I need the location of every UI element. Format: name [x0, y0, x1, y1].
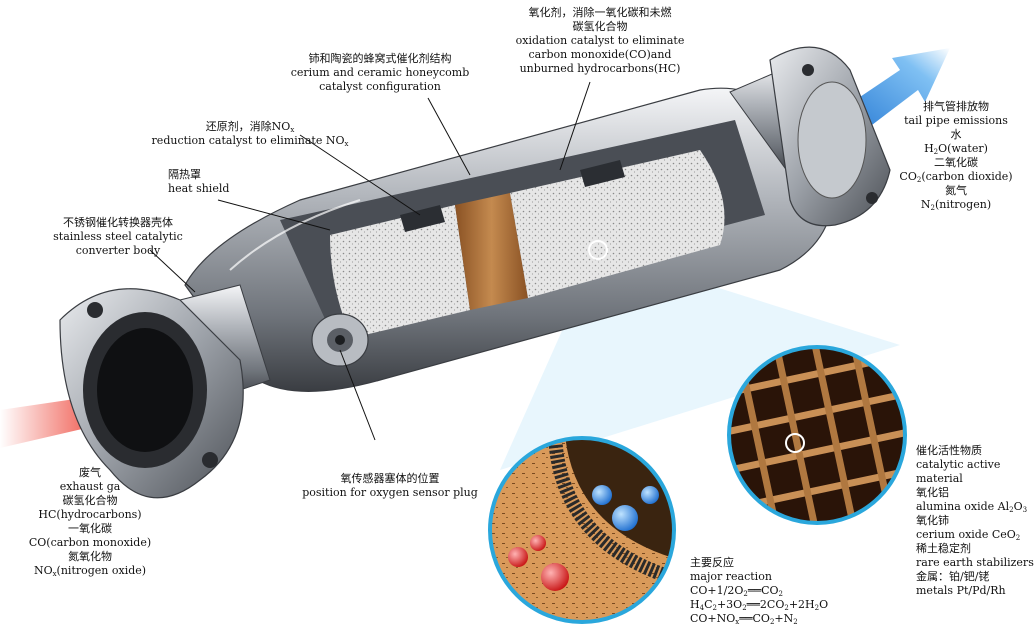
co2-formula: CO2(carbon dioxide) — [899, 170, 1013, 184]
tailpipe-en: tail pipe emissions — [904, 114, 1008, 127]
converter-body-en-line1: stainless steel catalytic — [53, 230, 183, 243]
nox-zh: 氮氧化物 — [68, 550, 112, 563]
co2-zh: 二氧化碳 — [934, 156, 978, 169]
active-en-b: material — [916, 472, 963, 485]
stabilizer-zh: 稀土稳定剂 — [916, 542, 971, 555]
sensor-en: position for oxygen sensor plug — [302, 486, 478, 499]
exhaust-zh: 废气 — [79, 466, 101, 479]
molecule-red-2 — [530, 535, 546, 551]
water-formula: H2O(water) — [924, 142, 988, 156]
leader-lines — [149, 81, 651, 561]
reaction-zh: 主要反应 — [690, 556, 734, 569]
oxidation-en-line3: unburned hydrocarbons(HC) — [519, 62, 681, 75]
honeycomb-en-line2: catalyst configuration — [319, 80, 441, 93]
outlet-flange — [769, 46, 891, 227]
tailpipe-label: 排气管排放物 tail pipe emissions 水 H2O(water) … — [898, 100, 1014, 212]
reaction-label: 主要反应 major reaction CO+1/2O2══CO2 H4C2+3… — [690, 556, 828, 626]
converter-body-label: 不锈钢催化转换器壳体 stainless steel catalytic con… — [48, 216, 188, 258]
equation-co: CO+1/2O2══CO2 — [690, 584, 783, 598]
ceria-zh: 氧化铈 — [916, 514, 949, 527]
water-zh: 水 — [950, 128, 962, 141]
honeycomb-zh: 铈和陶瓷的蜂窝式催化剂结构 — [308, 52, 452, 65]
converter-body-en-line2: converter body — [75, 244, 161, 257]
heat-shield-en: heat shield — [168, 182, 230, 195]
reaction-callout — [488, 436, 676, 624]
n2-zh: 氮气 — [945, 184, 967, 197]
active-en-a: catalytic active — [916, 458, 1001, 471]
equation-hc: H4C2+3O2══2CO2+2H2O — [690, 598, 829, 612]
stabilizer-en: rare earth stabilizers — [916, 556, 1034, 569]
sensor-label: 氧传感器塞体的位置 position for oxygen sensor plu… — [300, 472, 480, 500]
ceria-en: cerium oxide CeO2 — [916, 528, 1021, 542]
molecule-blue-3 — [641, 486, 659, 504]
sample-marker — [588, 240, 608, 260]
honeycomb-band — [455, 193, 528, 310]
co-zh: 一氧化碳 — [68, 522, 112, 535]
honeycomb-en-line1: cerium and ceramic honeycomb — [290, 66, 470, 79]
oxidation-en-line1: oxidation catalyst to eliminate — [515, 34, 685, 47]
alumina-zh: 氧化铝 — [916, 486, 949, 499]
equation-nox: CO+NOx══CO2+N2 — [690, 612, 798, 626]
tailpipe-zh: 排气管排放物 — [923, 100, 989, 113]
honeycomb-callout — [727, 345, 907, 525]
co-en: CO(carbon monoxide) — [28, 536, 152, 549]
hc-zh: 碳氢化合物 — [62, 494, 118, 507]
reduction-brick — [330, 205, 470, 338]
heat-shield-label: 隔热罩 heat shield — [168, 168, 229, 196]
converter-body-zh: 不锈钢催化转换器壳体 — [63, 216, 173, 229]
outlet-arrow — [848, 48, 950, 128]
alumina-en: alumina oxide Al2O3 — [916, 500, 1028, 514]
molecule-red-3 — [541, 563, 569, 591]
reduction-zh: 还原剂，消除NOx — [205, 120, 295, 134]
exhaust-label: 废气 exhaust ga 碳氢化合物 HC(hydrocarbons) 一氧化… — [20, 466, 160, 578]
n2-formula: N2(nitrogen) — [920, 198, 992, 212]
hc-en: HC(hydrocarbons) — [38, 508, 142, 521]
molecule-red-1 — [508, 547, 528, 567]
active-zh: 催化活性物质 — [916, 444, 982, 457]
reaction-en: major reaction — [690, 570, 772, 583]
reduction-en: reduction catalyst to eliminate NOx — [151, 134, 349, 148]
molecule-blue-2 — [612, 505, 638, 531]
honeycomb-label: 铈和陶瓷的蜂窝式催化剂结构 cerium and ceramic honeyco… — [280, 52, 480, 94]
oxidation-label: 氧化剂，消除一氧化碳和未燃 碳氢化合物 oxidation catalyst t… — [500, 6, 700, 76]
heat-shield-zh: 隔热罩 — [168, 168, 201, 181]
metals-zh: 金属：铂/钯/铑 — [916, 570, 990, 583]
metals-en: metals Pt/Pd/Rh — [916, 584, 1006, 597]
oxidation-brick — [510, 150, 725, 298]
active-material-label: 催化活性物质 catalytic active material 氧化铝 alu… — [916, 444, 1034, 598]
nox-en: NOx(nitrogen oxide) — [33, 564, 147, 578]
oxidation-zh-line2: 碳氢化合物 — [572, 20, 628, 33]
molecule-blue-1 — [592, 485, 612, 505]
sensor-zh: 氧传感器塞体的位置 — [340, 472, 440, 485]
exhaust-en: exhaust ga — [59, 480, 121, 493]
oxidation-en-line2: carbon monoxide(CO)and — [528, 48, 672, 61]
reduction-label: 还原剂，消除NOx reduction catalyst to eliminat… — [140, 120, 360, 148]
oxidation-zh-line1: 氧化剂，消除一氧化碳和未燃 — [528, 6, 672, 19]
inlet-flange — [59, 288, 244, 499]
